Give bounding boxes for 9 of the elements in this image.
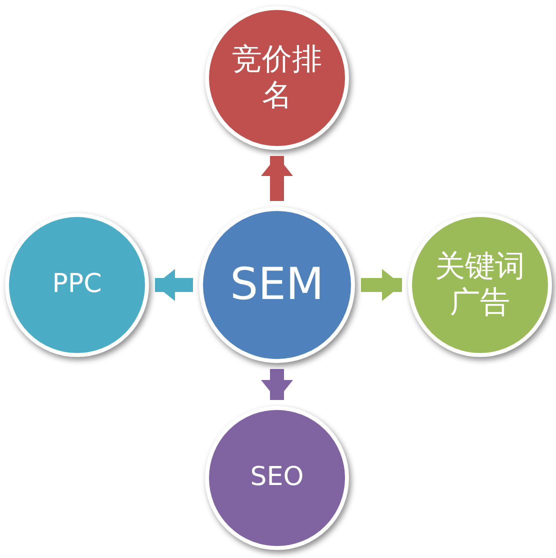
arrow <box>261 369 293 400</box>
node-label: SEO <box>250 462 304 494</box>
arrow <box>361 269 402 301</box>
node-label: 竞价排名 <box>231 42 323 114</box>
node-label: SEM <box>230 258 324 312</box>
arrow <box>155 269 193 301</box>
node-label: 关键词广告 <box>434 249 526 321</box>
arrow <box>261 156 293 201</box>
node-label: PPC <box>52 269 102 301</box>
